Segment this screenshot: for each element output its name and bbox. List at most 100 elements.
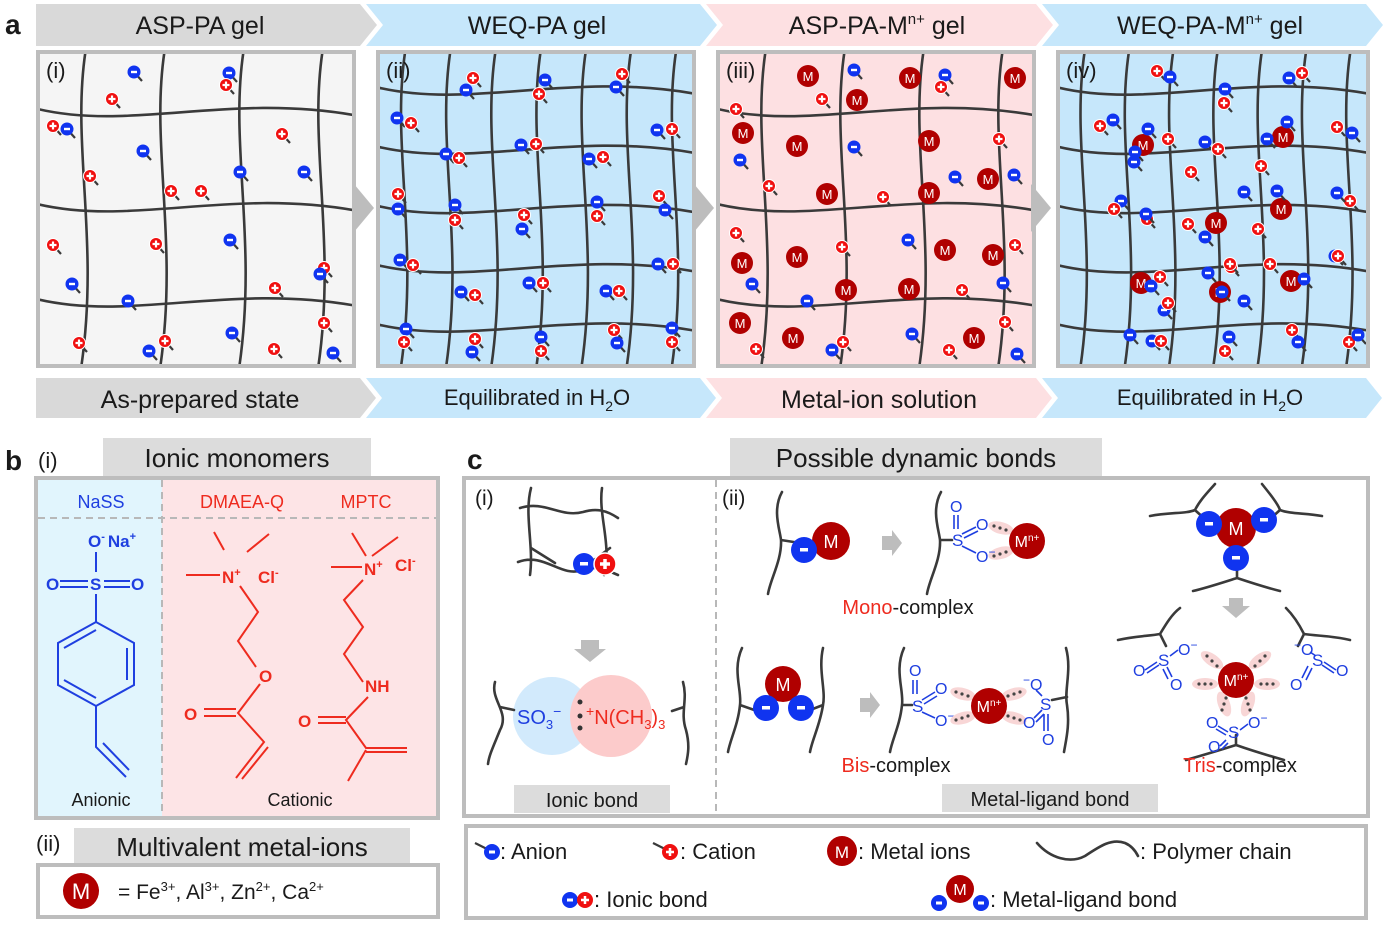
plus-glyph (1096, 122, 1104, 130)
monomer-name-dmaea-q: DMAEA-Q (200, 492, 284, 512)
minus-glyph (1355, 333, 1361, 337)
metal-ion-icon (982, 244, 1004, 266)
plus-glyph (1187, 168, 1195, 176)
oxygen-atom: O (909, 663, 921, 680)
bond (204, 683, 269, 780)
minus-glyph (737, 158, 743, 162)
polymer-chain (1058, 262, 1368, 274)
polymer-chain (760, 52, 769, 366)
minus-glyph (463, 88, 469, 92)
minus-glyph (64, 127, 70, 131)
bottom-arrow-3-label: Metal-ion solution (781, 386, 977, 414)
minus-glyph (1301, 277, 1307, 281)
dynamic-bonds-frame (462, 476, 1370, 818)
minus-glyph (1274, 189, 1280, 193)
minus-glyph (301, 170, 307, 174)
metal-ion-symbol: M (803, 69, 814, 84)
metal-ion-icon (898, 278, 920, 300)
plus-glyph (1157, 337, 1165, 345)
plus-glyph (1334, 252, 1342, 260)
metal-ion-symbol: M (1138, 138, 1149, 153)
plus-glyph (1333, 123, 1341, 131)
n-plus-atom: N+ (364, 559, 383, 579)
metal-ion-icon (812, 522, 850, 560)
gel-panel-roman-label: (iv) (1066, 58, 1097, 83)
minus-glyph (1264, 137, 1270, 141)
legend-frame (464, 824, 1368, 920)
top-arrow-3 (706, 4, 1053, 46)
metal-ion-icon (963, 327, 985, 349)
plus-glyph (455, 154, 463, 162)
oxygen-atom: O (1206, 715, 1218, 732)
plus-glyph (1110, 205, 1118, 213)
minus-glyph (762, 706, 770, 710)
metal-ion-icon (63, 873, 99, 909)
o-carbonyl-atom: O (298, 712, 311, 731)
metal-ion-icon (1216, 508, 1256, 548)
plus-glyph (1001, 318, 1009, 326)
minus-glyph (1284, 120, 1290, 124)
polymer-chain (238, 52, 247, 366)
metal-ions-title: Multivalent metal-ions (116, 832, 367, 862)
polymer-chain (1079, 52, 1089, 366)
bond (1033, 689, 1049, 731)
plus-glyph (1221, 347, 1229, 355)
plus-glyph (152, 240, 160, 248)
legend-ionic-bond-label: : Ionic bond (594, 887, 708, 912)
metal-ion-symbol: M (788, 331, 799, 346)
plus-glyph (593, 212, 601, 220)
minus-glyph (1205, 522, 1213, 526)
plus-glyph (732, 105, 740, 113)
oxygen-atom: O− (1178, 638, 1197, 659)
metal-ions-frame (36, 863, 440, 919)
polymer-network (38, 52, 354, 366)
gel-network-panels: (i)(ii)MMMMMMMMMMMMMMMMMMM(iii)MMMMMMM(i… (36, 50, 1370, 368)
plus-glyph (1153, 67, 1161, 75)
plus-glyph (1011, 241, 1019, 249)
metal-ion-icon (835, 279, 857, 301)
minus-glyph (654, 128, 660, 132)
metal-ion-mn: Mn+ (1015, 533, 1040, 551)
metal-ion-icon (934, 239, 956, 261)
bond (186, 531, 270, 668)
metal-ion-list: = Fe3+, Al3+, Zn2+, Ca2+ (118, 879, 324, 904)
gel-panel-background (718, 52, 1034, 366)
minus-glyph (1127, 333, 1133, 337)
nass-o-atom: O-Na+ (88, 531, 136, 551)
plus-glyph (400, 338, 408, 346)
top-arrow-4-label: WEQ-PA-Mn+ gel (1117, 11, 1303, 40)
minus-glyph (1295, 340, 1301, 344)
metal-ion-symbol: M (969, 331, 980, 346)
metal-ion-symbol: M (1010, 71, 1021, 86)
metal-ion-icon (782, 327, 804, 349)
minus-glyph (936, 901, 942, 905)
o-ester-atom: O (259, 667, 272, 686)
minus-glyph (542, 78, 548, 82)
oxygen-atom: O (1290, 677, 1302, 694)
minus-glyph (1241, 190, 1247, 194)
plus-glyph (197, 187, 205, 195)
minus-glyph (1219, 290, 1225, 294)
polymer-chain (38, 297, 354, 308)
plus-glyph (600, 559, 610, 569)
minus-glyph (594, 200, 600, 204)
metal-ion-symbol: M (841, 283, 852, 298)
polymer-chain (718, 106, 1034, 118)
minus-glyph (1145, 127, 1151, 131)
tris-complex-illustration: M Mn+ S O− O O −O S (1116, 482, 1352, 777)
tether (474, 842, 488, 850)
minus-glyph (1334, 191, 1340, 195)
plus-glyph (451, 216, 459, 224)
minus-glyph (1011, 173, 1017, 177)
panel-c-sub-i: (i) (475, 487, 494, 510)
dynamic-bonds-title-bg (730, 438, 1102, 476)
plus-glyph (818, 95, 826, 103)
polymer-chain (38, 201, 354, 213)
gel-panel-roman-label: (iii) (726, 58, 755, 83)
bond (953, 515, 979, 554)
panel-b-label: b (5, 445, 22, 476)
polymer-chain (1058, 85, 1368, 96)
plus-glyph (958, 286, 966, 294)
bond (1144, 649, 1179, 680)
